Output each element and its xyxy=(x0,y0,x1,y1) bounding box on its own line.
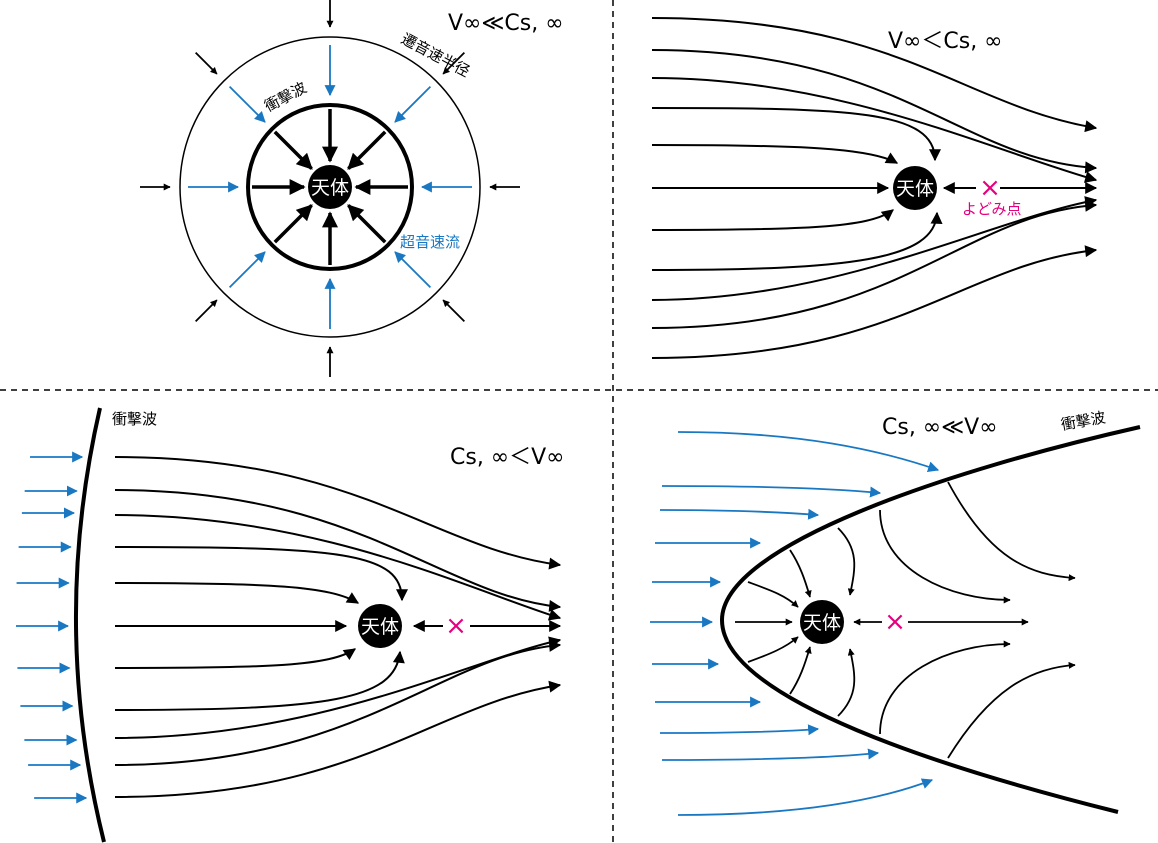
streamline xyxy=(651,49,1098,174)
streamline xyxy=(651,245,1098,359)
outer-inflow-arrow xyxy=(442,299,465,322)
streamline xyxy=(114,582,360,604)
streamline xyxy=(651,199,1098,329)
post-shock-streamline xyxy=(747,581,799,608)
panel-bottom-right: 衝撃波 Cs, ∞≪V∞ 天体 × xyxy=(650,408,1141,816)
post-shock-arrow xyxy=(273,204,313,244)
post-shock-streamline xyxy=(837,648,856,717)
streamline xyxy=(114,680,562,798)
shock-label: 衝撃波 xyxy=(1060,408,1107,434)
streamline xyxy=(114,636,562,739)
stagnation-point-marker: × xyxy=(445,611,467,641)
central-body xyxy=(893,166,937,210)
shock-circle xyxy=(246,103,414,271)
outer-inflow-arrow xyxy=(442,52,465,75)
post-shock-arrow xyxy=(347,204,387,244)
post-shock-streamline xyxy=(879,640,1011,735)
streamline xyxy=(114,650,405,711)
post-shock-streamline xyxy=(789,549,812,598)
streamline xyxy=(651,196,1098,301)
panel-top-left: 天体 V∞≪Cs, ∞ 遷音速半径 衝撃波 超音速流 xyxy=(140,0,564,377)
upstream-streamline xyxy=(659,724,820,736)
streamline xyxy=(114,639,562,766)
streamline xyxy=(114,546,408,602)
upstream-streamline xyxy=(661,748,880,761)
post-shock-arrows xyxy=(252,109,408,265)
streamline xyxy=(651,107,941,162)
post-shock-streamline xyxy=(879,509,1011,604)
upstream-streamline xyxy=(677,431,940,472)
streamline xyxy=(651,144,899,164)
body-label: 天体 xyxy=(311,177,349,199)
bow-shock xyxy=(719,425,1141,814)
panel-top-right: 天体 × よどみ点 V∞＜Cs, ∞ xyxy=(651,17,1098,359)
condition-label: V∞≪Cs, ∞ xyxy=(448,11,564,36)
supersonic-inflow-arrow xyxy=(228,85,266,123)
post-shock-streamline xyxy=(947,481,1076,582)
body-label: 天体 xyxy=(803,612,841,634)
post-shock-arrow xyxy=(347,130,387,170)
supersonic-inflow-arrow xyxy=(228,251,266,289)
streamline xyxy=(114,514,562,621)
streamline xyxy=(114,648,356,669)
body-label: 天体 xyxy=(896,178,934,200)
panel-bottom-left: 衝撃波 天体 × Cs, ∞＜V∞ xyxy=(16,407,565,843)
supersonic-flow-label: 超音速流 xyxy=(400,233,460,251)
streamline xyxy=(114,456,562,570)
condition-label: Cs, ∞≪V∞ xyxy=(882,415,998,440)
outer-inflow-arrow xyxy=(195,299,218,322)
central-body xyxy=(800,600,844,644)
streamline xyxy=(114,489,562,612)
outer-inflow-arrow xyxy=(195,52,218,75)
supersonic-inflow-arrow xyxy=(394,85,432,123)
post-shock-streamline xyxy=(789,646,812,695)
upstream-streamline xyxy=(659,508,820,520)
outer-inflow-arrows xyxy=(140,0,520,377)
body-label: 天体 xyxy=(361,616,399,638)
upstream-streamline xyxy=(677,778,934,816)
post-shock-streamline xyxy=(837,527,856,596)
condition-label: V∞＜Cs, ∞ xyxy=(888,29,1003,54)
stagnation-point-marker: × xyxy=(884,607,906,637)
stagnation-point-marker: × xyxy=(979,173,1001,203)
upstream-streamline xyxy=(661,485,882,498)
post-shock-streamline xyxy=(947,661,1076,759)
shock-label: 衝撃波 xyxy=(112,410,157,428)
streamline xyxy=(651,17,1098,133)
sonic-radius-circle xyxy=(179,36,481,338)
stagnation-point-label: よどみ点 xyxy=(962,200,1022,218)
upstream-inflow-arrows xyxy=(16,451,88,804)
shock-front xyxy=(74,407,106,843)
streamline xyxy=(651,211,943,271)
supersonic-inflow-arrows xyxy=(188,45,472,329)
streamline xyxy=(651,77,1098,183)
post-shock-arrow xyxy=(273,130,313,170)
streamline xyxy=(651,209,894,231)
post-shock-streamline xyxy=(747,636,799,663)
central-body xyxy=(308,165,352,209)
central-body xyxy=(358,604,402,648)
condition-label: Cs, ∞＜V∞ xyxy=(450,445,565,470)
supersonic-inflow-arrow xyxy=(394,251,432,289)
